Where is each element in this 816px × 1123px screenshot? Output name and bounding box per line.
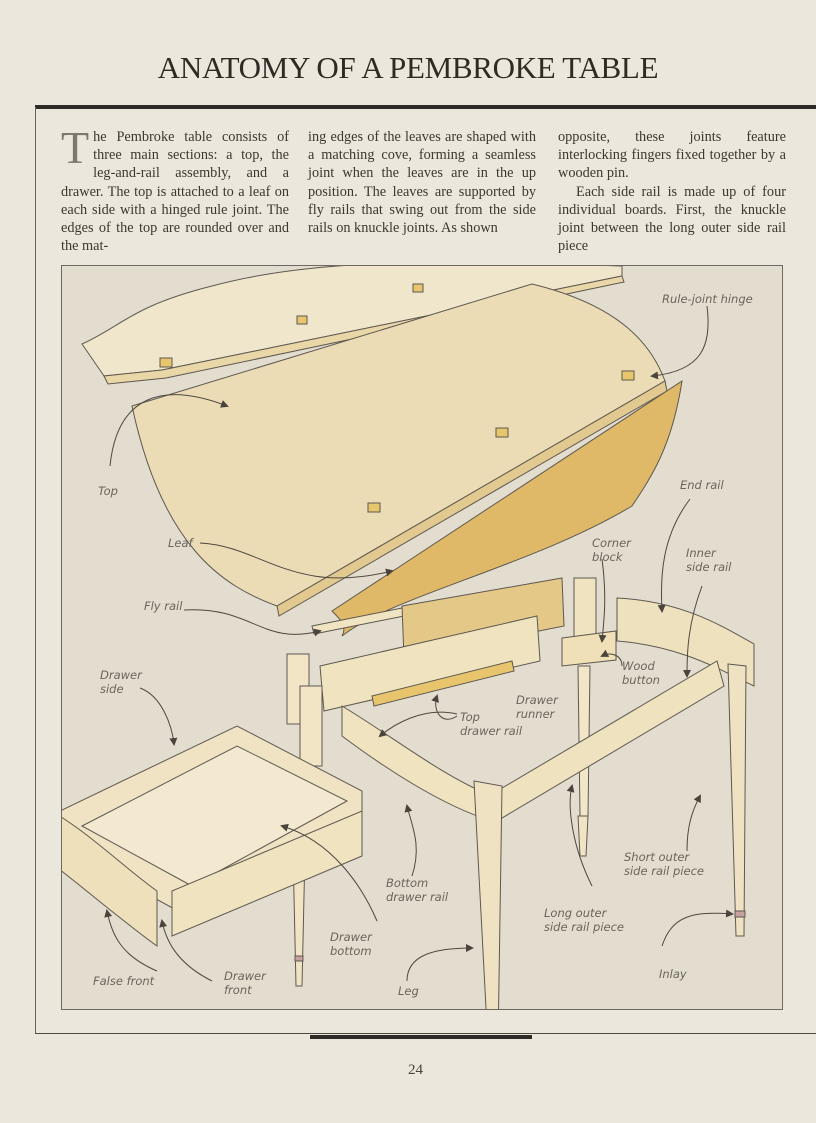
label-inlay: Inlay <box>659 967 687 981</box>
frame-left-line <box>35 107 36 1034</box>
column1-paragraph: he Pembroke table consists of three main… <box>61 129 289 255</box>
title-rule <box>35 105 816 109</box>
label-wood-button: Wood button <box>622 659 660 687</box>
label-top-drawer-rail: Top drawer rail <box>460 710 523 738</box>
label-fly-rail: Fly rail <box>144 599 183 613</box>
label-corner-block: Corner block <box>592 536 631 564</box>
bottom-rule <box>310 1035 532 1039</box>
frame-bottom-line <box>35 1033 816 1034</box>
label-false-front: False front <box>93 974 155 988</box>
label-drawer-bottom: Drawer bottom <box>330 930 372 958</box>
back-leaf <box>81 266 623 377</box>
front-leaf <box>331 379 683 637</box>
front-leg <box>473 780 503 1009</box>
label-short-outer-side-rail-piece: Short outer side rail piece <box>624 850 705 878</box>
page-number: 24 <box>408 1062 423 1078</box>
text-column-3: opposite, these joints feature interlock… <box>558 128 786 255</box>
pembroke-table-illustration <box>62 266 755 1009</box>
text-column-2: ing edges of the leaves are shaped with … <box>308 128 536 237</box>
label-inner-side-rail: Inner side rail <box>686 546 732 574</box>
label-long-outer-side-rail-piece: Long outer side rail piece <box>544 906 625 934</box>
label-top: Top <box>98 484 118 498</box>
column3-paragraph-2: Each side rail is made up of four indivi… <box>558 183 786 255</box>
label-leg: Leg <box>398 984 419 998</box>
label-drawer-side: Drawer side <box>100 668 142 696</box>
label-end-rail: End rail <box>680 478 724 492</box>
false-front-part <box>62 816 158 947</box>
label-rule-joint-hinge: Rule-joint hinge <box>662 292 753 306</box>
drop-cap: T <box>61 122 90 173</box>
label-drawer-runner: Drawer runner <box>516 693 558 721</box>
column3-paragraph-1: opposite, these joints feature interlock… <box>558 129 786 182</box>
label-leaf: Leaf <box>168 536 193 550</box>
exploded-diagram: Rule-joint hinge Top End rail Leaf Corne… <box>61 265 783 1010</box>
page-title: ANATOMY OF A PEMBROKE TABLE <box>157 50 659 85</box>
column2-paragraph: ing edges of the leaves are shaped with … <box>308 129 536 237</box>
label-bottom-drawer-rail: Bottom drawer rail <box>386 876 449 904</box>
label-drawer-front: Drawer front <box>224 969 266 997</box>
